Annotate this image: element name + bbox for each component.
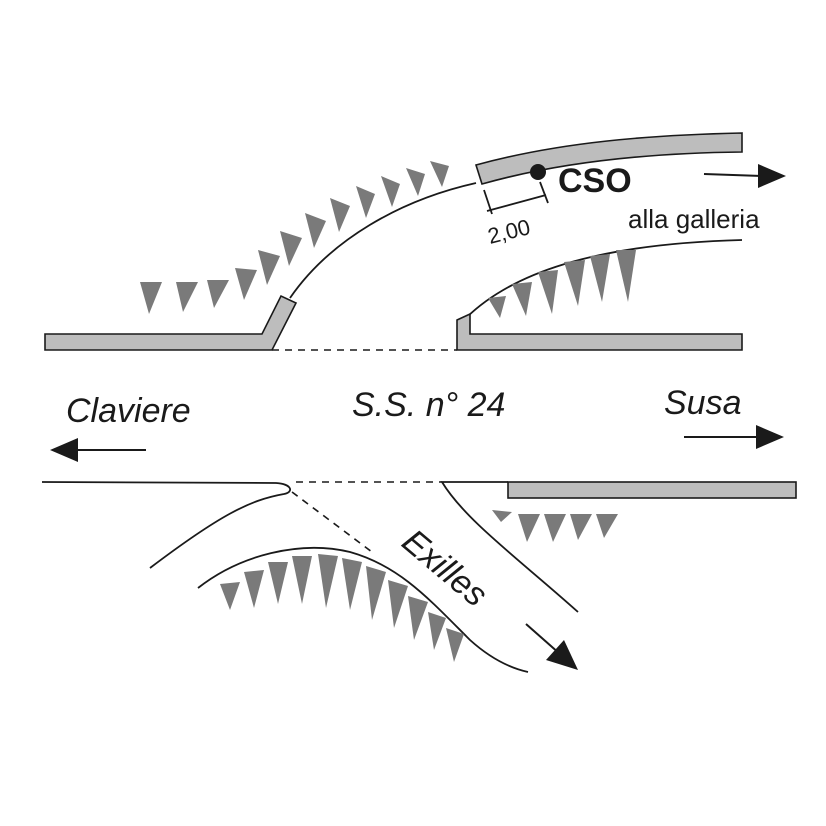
arrow-to-exilles [525, 623, 578, 670]
lower-left-edge [41, 481, 291, 569]
slope-marks-upper-right [488, 250, 636, 318]
guardrail-ramp-top [474, 132, 743, 185]
lower-right-edge [440, 481, 579, 613]
arrow-to-tunnel [703, 164, 786, 188]
branch-gap-dashed [291, 491, 373, 553]
dimension-extension-right [539, 181, 549, 204]
susa-label: Susa [664, 384, 742, 422]
guardrail-lower-right [507, 481, 797, 499]
branch-inner-edge [197, 546, 529, 673]
arrow-to-claviere [50, 438, 146, 462]
dimension-line [486, 194, 547, 212]
cso-label: CSO [558, 162, 632, 200]
dimension-label: 2,00 [485, 214, 533, 249]
tunnel-note-label: alla galleria [628, 204, 760, 234]
lower-carriageway [41, 481, 797, 673]
cso-station-marker [530, 164, 546, 180]
guardrail-upper-right [456, 312, 743, 351]
claviere-label: Claviere [66, 392, 191, 430]
upper-left-carriageway [44, 182, 477, 351]
guardrail-upper-left [44, 294, 298, 351]
slope-marks-lower-branch [220, 554, 464, 662]
tunnel-ramp [456, 132, 743, 351]
ramp-inner-edge [465, 239, 743, 319]
dimension-marker: 2,00 [483, 181, 549, 249]
ramp-left-edge [289, 182, 477, 299]
arrow-to-susa [684, 425, 784, 449]
slope-marks-lower-right [492, 510, 618, 542]
main-road-label: S.S. n° 24 [352, 386, 505, 424]
slope-marks-upper-left [140, 161, 449, 314]
